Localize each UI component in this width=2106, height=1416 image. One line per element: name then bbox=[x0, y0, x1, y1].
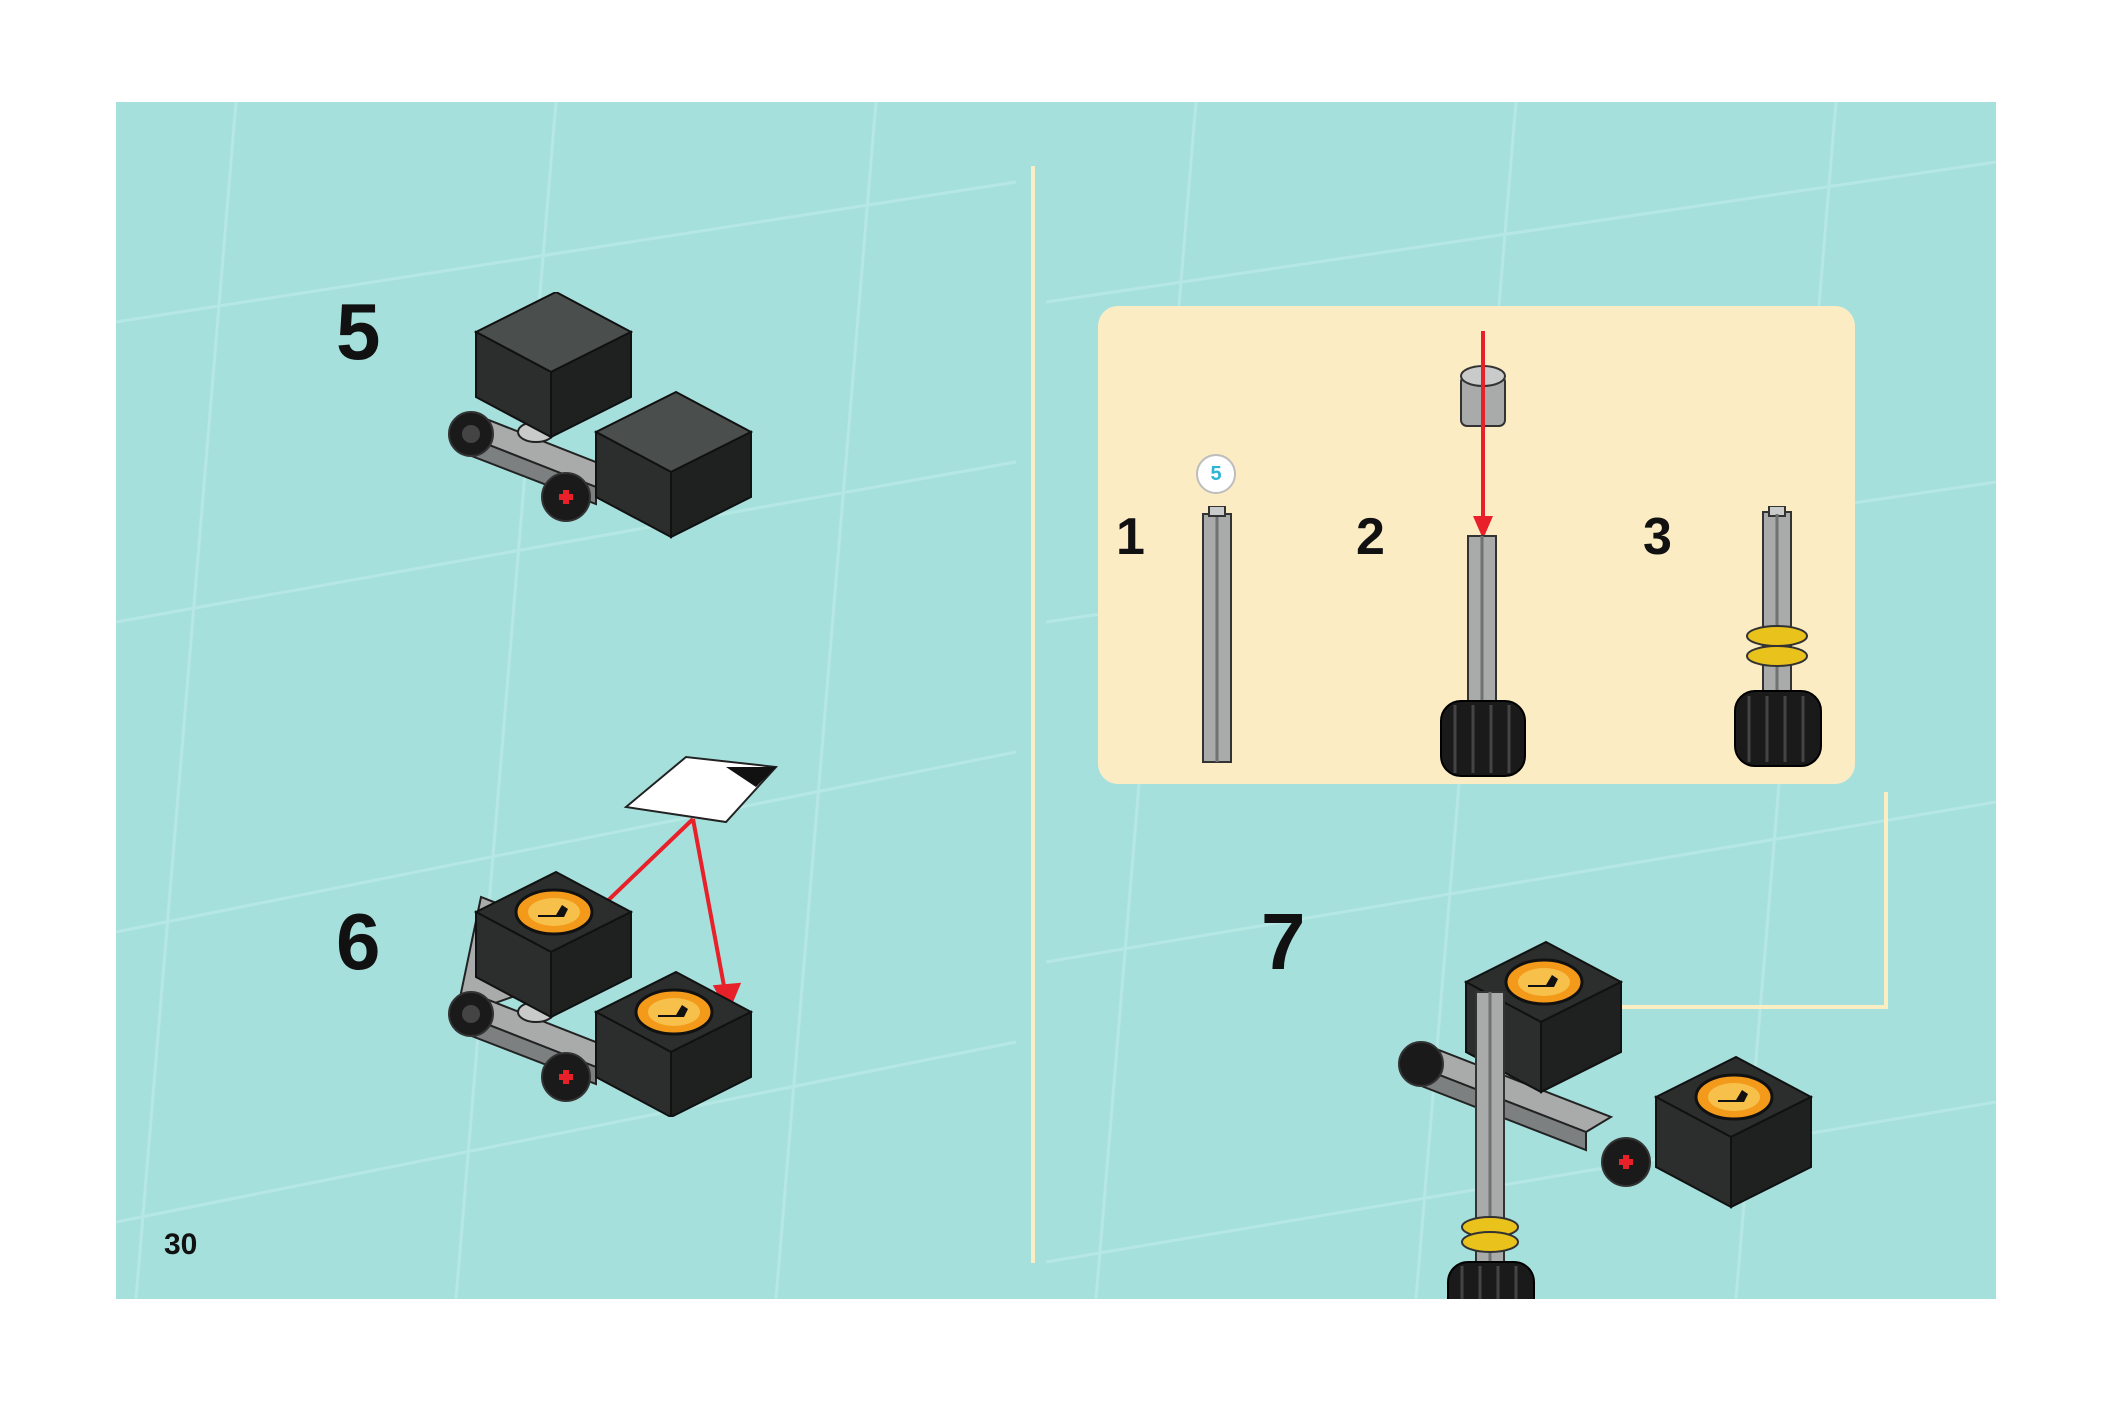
step-7-number: 7 bbox=[1261, 902, 1306, 982]
step-6-number: 6 bbox=[336, 902, 381, 982]
step-7-model bbox=[1376, 902, 1846, 1299]
page-number: 30 bbox=[164, 1228, 197, 1262]
axle-part bbox=[1193, 506, 1243, 766]
instruction-page: 5 6 bbox=[116, 102, 1996, 1299]
axle-with-wheel-part bbox=[1433, 321, 1533, 781]
quantity-badge: 5 bbox=[1196, 454, 1236, 494]
step-5-model bbox=[426, 292, 756, 542]
step-5-number: 5 bbox=[336, 292, 381, 372]
substep-2-number: 2 bbox=[1356, 511, 1385, 563]
substep-3-number: 3 bbox=[1643, 511, 1672, 563]
axle-wheel-bushing-part bbox=[1723, 506, 1833, 776]
sub-assembly-callout: 1 5 2 3 bbox=[1098, 306, 1855, 784]
page-divider bbox=[1031, 166, 1035, 1263]
substep-1-number: 1 bbox=[1116, 511, 1145, 563]
step-6-model bbox=[426, 747, 786, 1117]
